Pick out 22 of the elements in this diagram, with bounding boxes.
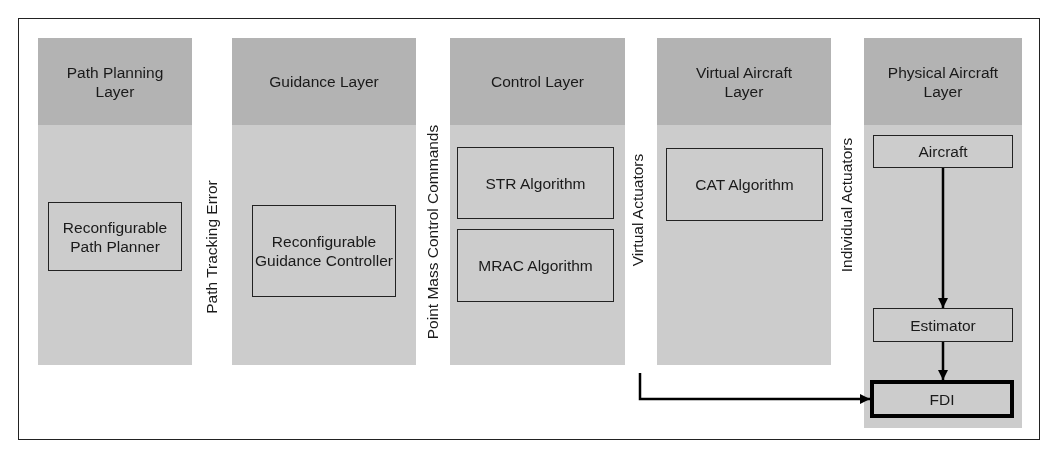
- arrow: [938, 168, 948, 308]
- process-box: Aircraft: [873, 135, 1013, 168]
- process-box: Estimator: [873, 308, 1013, 342]
- layer-title: Physical Aircraft Layer: [886, 62, 1000, 101]
- process-box: CAT Algorithm: [666, 148, 823, 221]
- process-box: Reconfigurable Guidance Controller: [252, 205, 396, 297]
- layer-title: Virtual Aircraft Layer: [694, 62, 794, 101]
- layer-column: [232, 38, 416, 365]
- arrow: [638, 373, 870, 404]
- layer-column: [864, 38, 1022, 428]
- layer-title: Guidance Layer: [268, 72, 380, 91]
- arrow: [938, 342, 948, 380]
- layer-column: [38, 38, 192, 365]
- process-box: STR Algorithm: [457, 147, 614, 219]
- layer-title: Path Planning Layer: [65, 62, 165, 101]
- process-box: Reconfigurable Path Planner: [48, 202, 182, 271]
- signal-label: Path Tracking Error: [203, 180, 221, 314]
- process-box: MRAC Algorithm: [457, 229, 614, 302]
- layer-title: Control Layer: [489, 72, 585, 91]
- layer-column: [657, 38, 831, 365]
- process-box: FDI: [870, 380, 1014, 418]
- layer-column: [450, 38, 625, 365]
